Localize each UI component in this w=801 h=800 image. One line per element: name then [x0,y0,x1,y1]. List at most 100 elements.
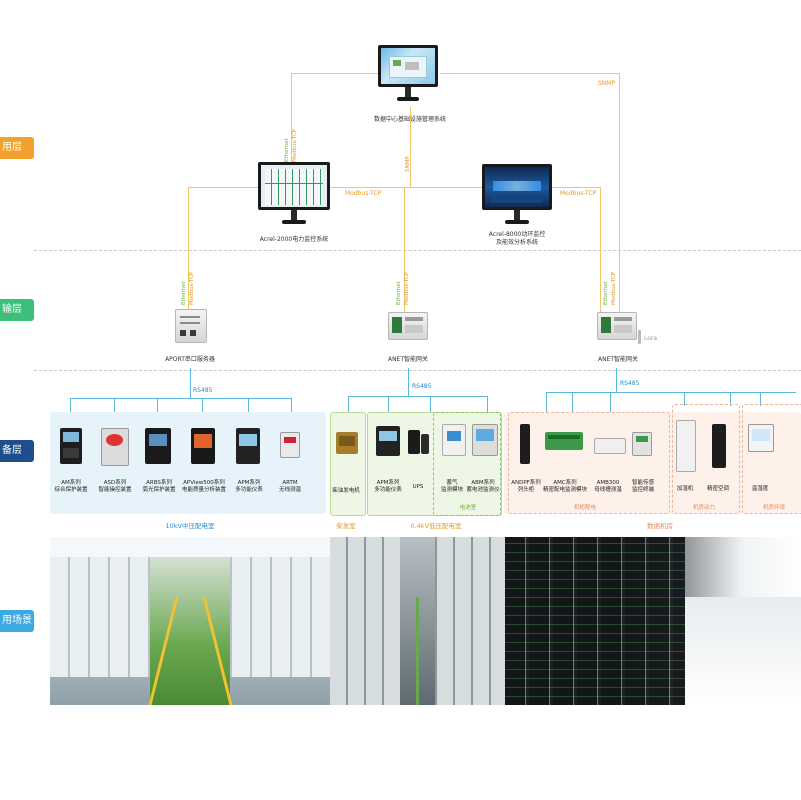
device-label: 加湿机 [676,486,694,492]
aport-label: APORT串口服务器 [165,356,215,363]
artm-device [280,432,300,458]
modbus-label: Modbus-TCP [292,128,298,162]
panel-generator [330,412,366,516]
modbus-right-label: Modbus-TCP [560,190,597,197]
asd-device [101,428,129,466]
bus-line [190,368,191,398]
bus-drop [248,398,249,414]
device-label: ABM系列蓄电池监测仪 [466,480,500,493]
device-label: 蓄气监测模块 [440,480,463,493]
ethernet-label: Ethernet [396,281,402,305]
rs485-label: RS485 [412,383,432,390]
device-label: AMC系列精密配电监测模块 [542,480,587,493]
abm-device [472,424,498,456]
power-monitor [258,162,330,232]
link-line [404,187,405,312]
scene-04kv-photo [330,537,505,705]
ethernet-label: Ethernet [181,281,187,305]
apview-device [191,428,215,464]
apm-04-device [376,426,400,456]
bus-drop [388,396,389,414]
bus-drop [487,396,488,414]
generator-device [336,432,358,454]
section-datacenter-title: 数据机房 [647,522,673,530]
modbus-label: Modbus-TCP [404,271,410,305]
section-10kv-title: 10kV中压配电室 [165,522,215,530]
rs485-label: RS485 [193,387,213,394]
bus-drop [291,398,292,414]
bus-line [546,392,796,393]
bus-drop [157,398,158,414]
device-label: 温湿度 [751,486,769,492]
amb300-device [594,438,626,454]
link-line [291,73,381,74]
power-monitor-label: Acrel-2000电力监控系统 [259,236,329,243]
device-label: ANDPF系列列头柜 [511,480,541,493]
sensor-device [632,432,652,456]
modbus-label: Modbus-TCP [189,271,195,305]
cabinet-box [508,412,670,514]
temp-humidity-device [748,424,774,452]
bus-drop [760,392,761,406]
bus-drop [572,392,573,412]
dcim-monitor [378,45,438,110]
apm-device [236,428,260,464]
env-monitor-label-2: 及能效分析系统 [495,239,538,246]
gas-module [442,424,466,456]
bus-drop [546,392,547,412]
bus-drop [348,396,349,414]
layer-tab-application: 用层 [0,137,34,159]
section-generator-title: 柴发室 [336,522,356,530]
bus-drop [430,396,431,414]
device-label: 柴油发电机 [332,488,360,494]
device-label: 智能传感监控终端 [631,480,654,493]
am-protection-device [60,428,82,464]
device-label: APView500系列电能质量分析装置 [181,480,226,493]
antenna-icon [638,330,641,344]
hvac-sublabel: 机房动力 [692,505,715,511]
layer-divider [34,370,801,371]
hvac-box [672,404,740,514]
aport-gateway [175,309,207,343]
bus-drop [202,398,203,414]
bus-line [408,368,409,396]
env-monitor [482,164,552,234]
battery-room-box [433,412,501,516]
device-label: APM系列多功能仪表 [235,480,263,493]
section-04kv-title: 0.4kV低压配电室 [410,522,462,530]
env-monitor-label-1: Acrel-8000动环监控 [488,231,546,238]
snmp-vertical-label: SNMP [405,156,411,172]
ups-device [421,434,429,454]
anet-gateway-right [597,312,637,340]
bus-line [348,396,488,397]
layer-divider [34,250,801,251]
device-label: ASD系列智能操控装置 [98,480,132,493]
snmp-label: SNMP [598,80,616,87]
layer-tab-scene: 用场景 [0,610,34,632]
ethernet-label: Ethernet [284,138,290,162]
link-line [440,73,620,74]
lora-label: Lora [644,335,658,342]
anet-right-label: ANET智能网关 [597,356,639,363]
link-line [188,187,189,309]
modbus-label: Modbus-TCP [611,271,617,305]
link-line [291,73,292,166]
device-label: ARBS系列弧光保护装置 [142,480,176,493]
ethernet-label: Ethernet [603,281,609,305]
link-line [619,73,620,313]
device-label: UPS [412,484,424,490]
anet-center-label: ANET智能网关 [387,356,429,363]
cabinet-sublabel: 机柜配电 [573,505,596,511]
bus-line [70,398,292,399]
bus-drop [730,392,731,406]
scene-datacenter-photo [505,537,801,705]
bus-drop [610,392,611,412]
panel-10kv [50,412,326,514]
anet-gateway-center [388,312,428,340]
link-line [330,187,410,188]
link-line [188,187,258,188]
device-label: APM系列多功能仪表 [374,480,402,493]
env-box [742,404,801,514]
precision-ac-device [712,424,726,468]
ups-device [408,430,420,454]
